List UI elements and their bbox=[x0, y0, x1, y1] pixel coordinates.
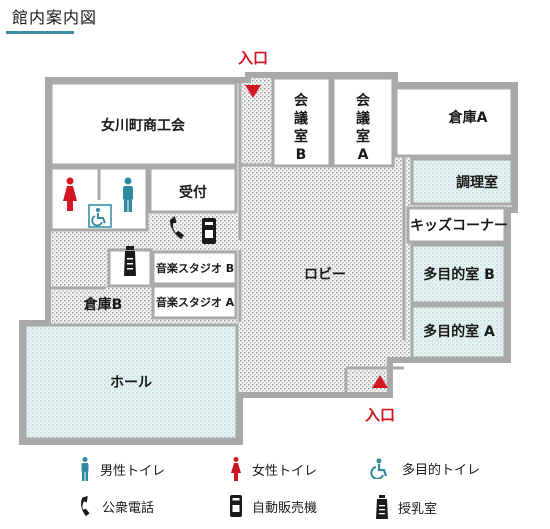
meeting-b-l3: 室 bbox=[294, 128, 308, 145]
room-hall-label: ホール bbox=[110, 375, 152, 391]
legend-nursing: 授乳室 bbox=[376, 495, 437, 519]
room-reception bbox=[148, 166, 238, 214]
female-toilet-icon bbox=[231, 457, 241, 481]
room-onagawa-label: 女川町商工会 bbox=[101, 117, 186, 134]
lobby-label: ロビー bbox=[304, 267, 346, 283]
room-studio-b-label: 音楽スタジオ B bbox=[156, 261, 234, 275]
entrance-bottom-label: 入口 bbox=[365, 406, 395, 424]
male-toilet-icon bbox=[123, 177, 133, 212]
meeting-b-l4: B bbox=[296, 147, 307, 163]
vending-icon bbox=[202, 218, 216, 244]
meeting-b-l1: 会 bbox=[294, 92, 309, 109]
phone-icon bbox=[169, 216, 185, 240]
room-studio-b bbox=[151, 250, 238, 286]
room-studio-a-label: 音楽スタジオ A bbox=[156, 295, 235, 309]
entrance-top-arrow bbox=[245, 85, 261, 98]
legend-nursing-label: 授乳室 bbox=[398, 501, 438, 517]
legend-male-label: 男性トイレ bbox=[100, 463, 166, 479]
room-studio-a bbox=[151, 284, 238, 320]
room-reception-label: 受付 bbox=[179, 184, 207, 201]
legend-male: 男性トイレ bbox=[80, 457, 165, 481]
room-storage-a bbox=[394, 86, 514, 158]
legend-vending: 自動販売機 bbox=[230, 495, 317, 517]
meeting-a-l4: A bbox=[358, 147, 369, 163]
legend-phone: 公衆電話 bbox=[78, 495, 154, 517]
title-underline bbox=[6, 31, 74, 34]
accessible-toilet-icon bbox=[370, 458, 388, 479]
vending-icon bbox=[230, 495, 242, 517]
legend-female: 女性トイレ bbox=[230, 457, 317, 481]
legend-multi: 多目的トイレ bbox=[370, 457, 480, 479]
room-kids-label: キッズコーナー bbox=[410, 217, 508, 234]
room-multi-b-label: 多目的室 B bbox=[423, 266, 495, 283]
entrance-bottom-arrow bbox=[372, 375, 388, 388]
nursing-icon bbox=[376, 495, 388, 519]
legend: 男性トイレ 女性トイレ 多目的トイレ 公衆電話 自動販売機 bbox=[0, 450, 550, 529]
room-meeting-a bbox=[331, 76, 395, 168]
room-meeting-b bbox=[271, 76, 332, 168]
room-multi-a bbox=[410, 304, 507, 360]
meeting-a-l2: 議 bbox=[356, 110, 370, 127]
meeting-a-l3: 室 bbox=[356, 128, 370, 145]
phone-icon bbox=[81, 495, 90, 517]
floor-map: 女川町商工会 受付 音楽スタジオ B 音楽スタジオ bbox=[19, 49, 518, 445]
entrance-top-label: 入口 bbox=[238, 49, 268, 67]
legend-multi-label: 多目的トイレ bbox=[402, 462, 481, 478]
room-hall bbox=[23, 323, 239, 441]
room-storage-b-label: 倉庫B bbox=[83, 296, 123, 313]
room-multi-b bbox=[410, 243, 507, 305]
male-toilet-icon bbox=[81, 457, 89, 481]
meeting-b-l2: 議 bbox=[294, 110, 308, 127]
page-title: 館内案内図 bbox=[12, 8, 98, 27]
room-storage-a-label: 倉庫A bbox=[448, 109, 488, 126]
room-kitchen-label: 調理室 bbox=[456, 174, 498, 191]
room-kids bbox=[406, 206, 507, 244]
room-kitchen bbox=[410, 157, 514, 206]
room-onagawa bbox=[49, 81, 238, 167]
nursing-icon bbox=[124, 246, 136, 276]
legend-vending-label: 自動販売機 bbox=[252, 500, 318, 516]
legend-female-label: 女性トイレ bbox=[252, 463, 318, 479]
female-toilet-icon bbox=[63, 177, 77, 211]
accessible-toilet-icon bbox=[88, 204, 112, 228]
room-multi-a-label: 多目的室 A bbox=[423, 323, 495, 340]
meeting-a-l1: 会 bbox=[356, 92, 371, 109]
room-storage-b bbox=[51, 288, 151, 322]
legend-phone-label: 公衆電話 bbox=[102, 500, 155, 516]
